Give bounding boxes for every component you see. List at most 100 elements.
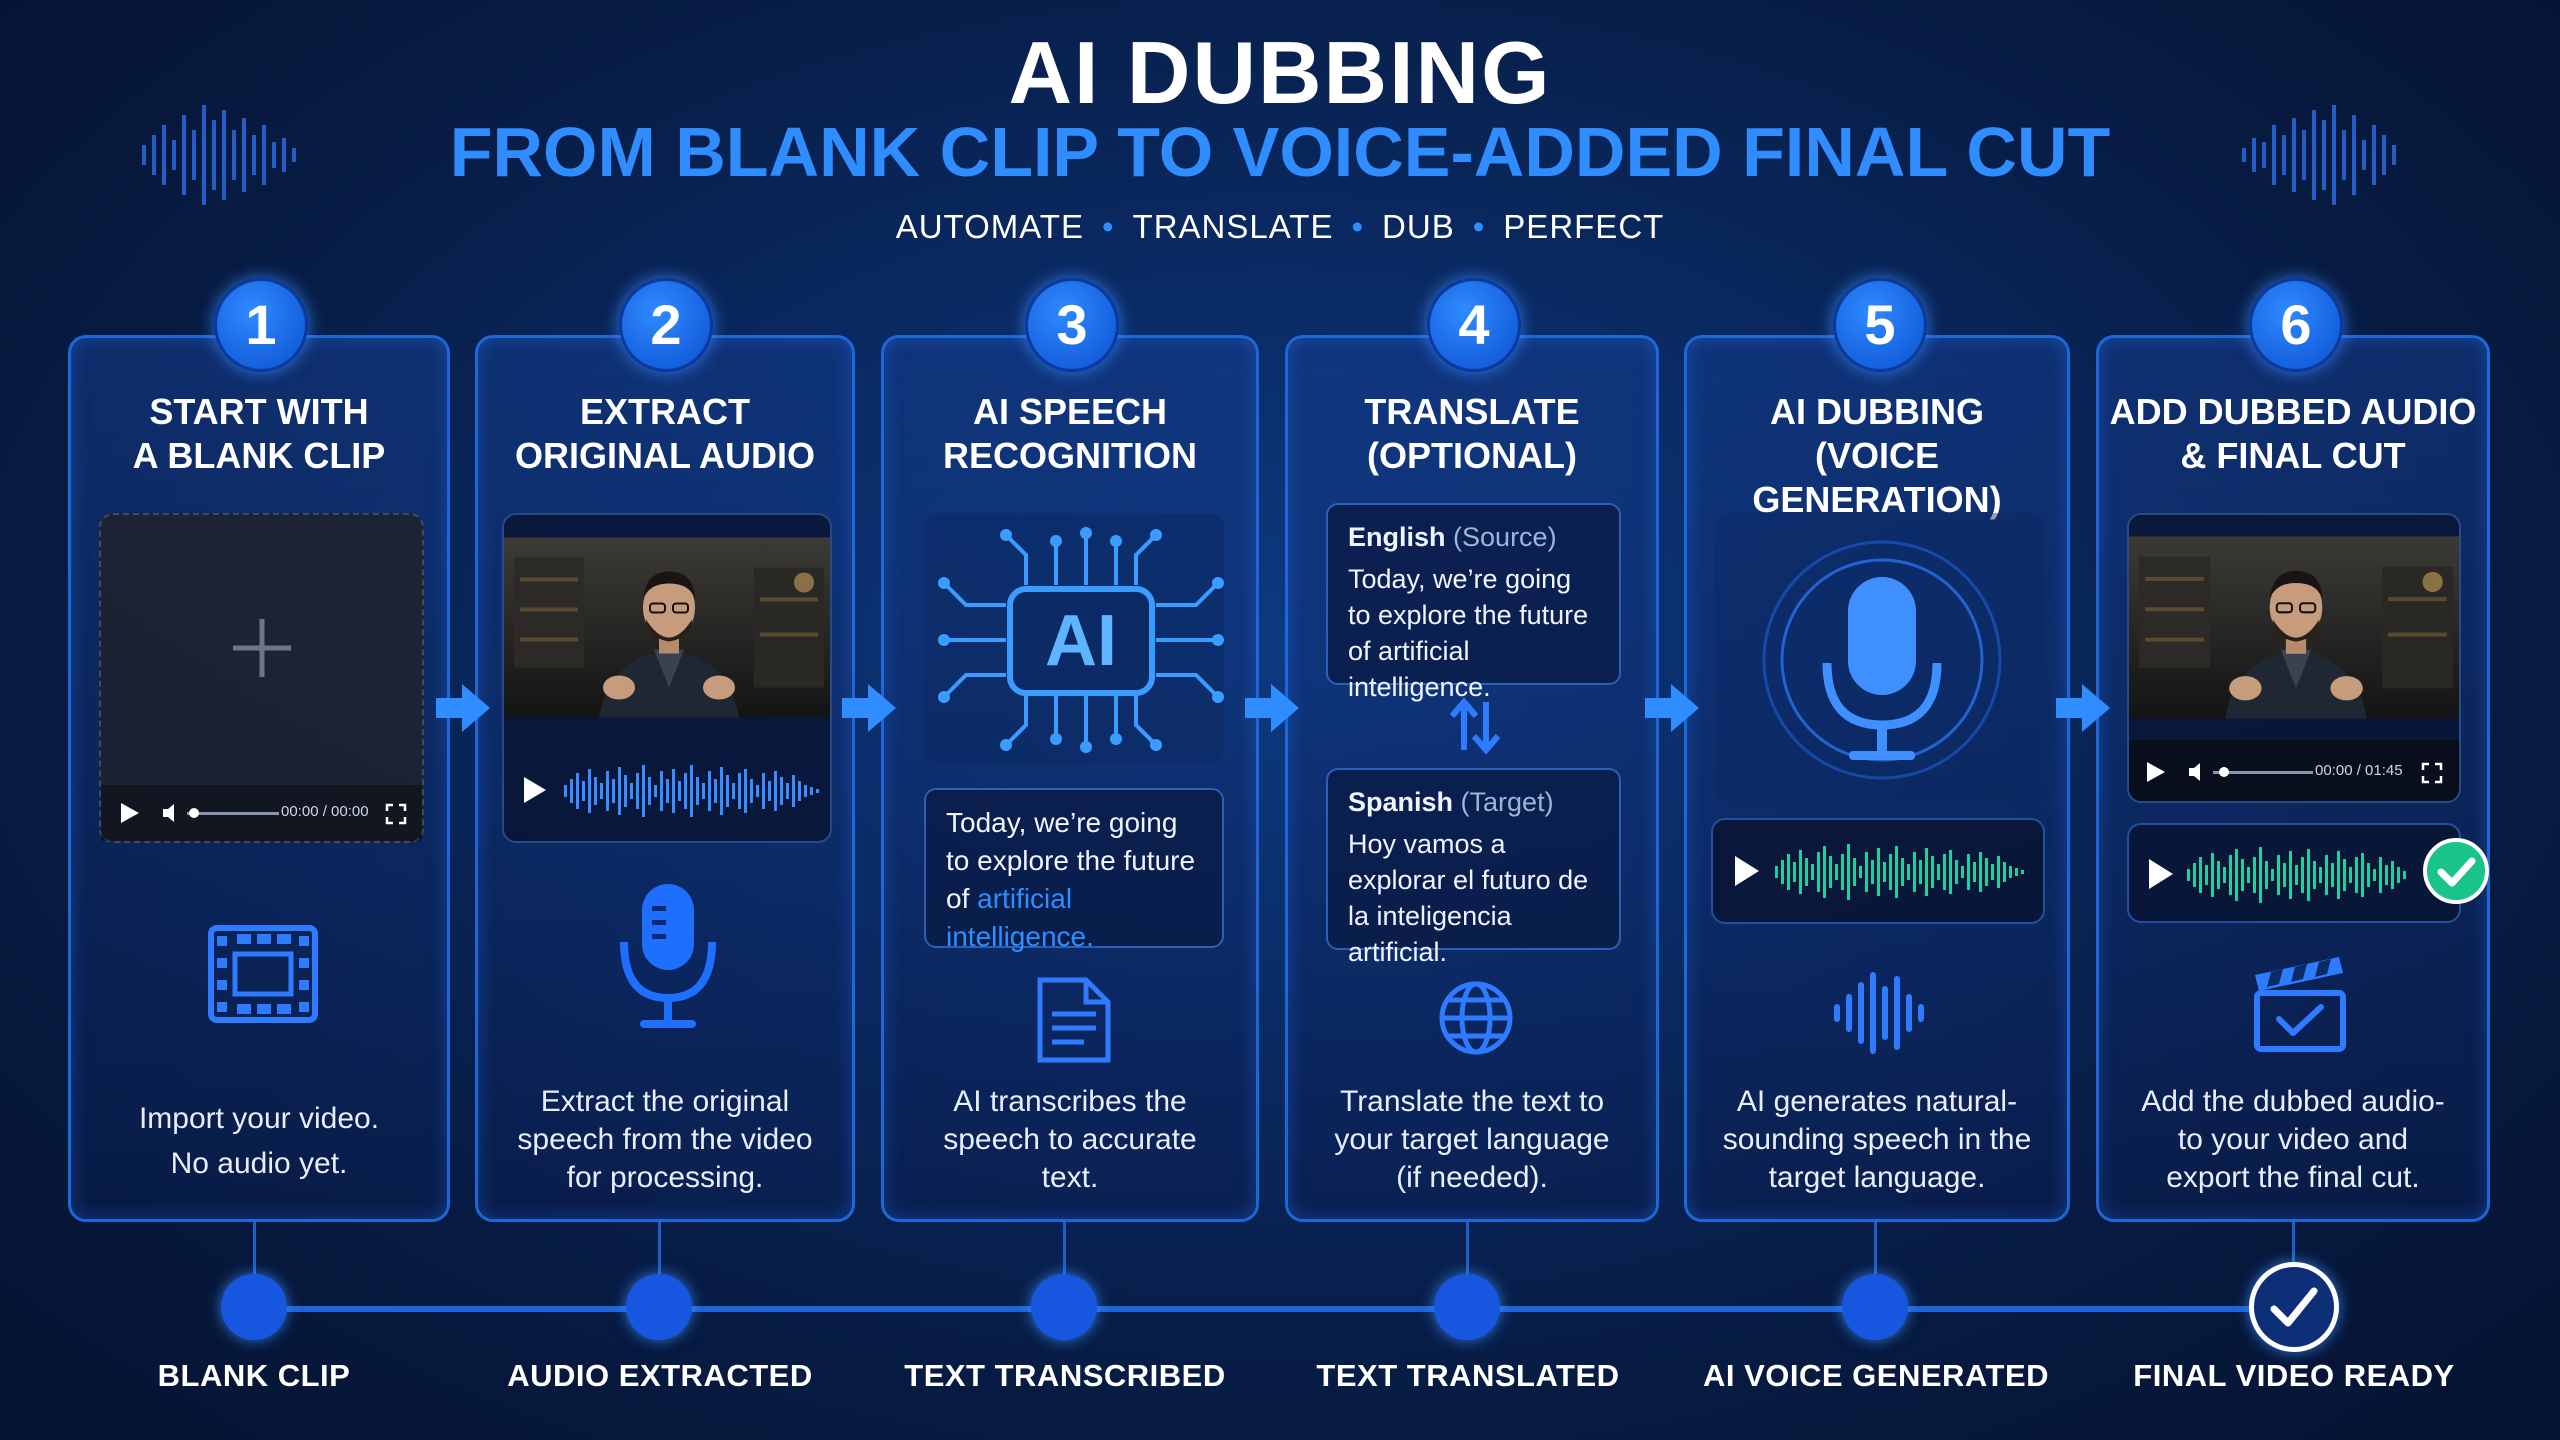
- step-title: ADD DUBBED AUDIO & FINAL CUT: [2109, 391, 2477, 476]
- bullet-dot: •: [1101, 208, 1115, 245]
- step-description: Import your video. No audio yet.: [138, 1102, 380, 1180]
- volume-icon[interactable]: [2187, 762, 2211, 782]
- generated-audio-player: [1711, 818, 2045, 924]
- checkmark-icon: [2270, 1287, 2318, 1327]
- play-icon[interactable]: [522, 775, 548, 805]
- step-title: AI SPEECH RECOGNITION: [942, 391, 1197, 476]
- player-controls: 00:00 / 01:45: [2129, 740, 2459, 801]
- page-title: AI DUBBING: [1008, 23, 1552, 122]
- progress-slider[interactable]: [2213, 767, 2313, 777]
- timeline-label: TEXT TRANSCRIBED: [904, 1358, 1226, 1393]
- video-player: [502, 513, 832, 843]
- step-card-blank-clip: START WITH A BLANK CLIP 00:00 / 00:00 Im…: [68, 335, 450, 1222]
- sound-wave-decoration-icon: [2242, 105, 2396, 205]
- timeline-label: FINAL VIDEO READY: [2133, 1358, 2455, 1393]
- step-title: TRANSLATE (OPTIONAL): [1364, 391, 1580, 476]
- swap-arrows-icon: [1449, 697, 1501, 755]
- timeline-connector: [253, 1222, 256, 1306]
- target-text: Hoy vamos a explorar el futuro de la int…: [1348, 829, 1589, 967]
- step-title: AI DUBBING (VOICE GENERATION): [1752, 391, 2002, 520]
- step-card-extract-audio: EXTRACT ORIGINAL AUDIO Extract the origi…: [475, 335, 855, 1222]
- fullscreen-icon[interactable]: [385, 803, 407, 825]
- clapperboard-icon: [2254, 957, 2346, 1052]
- target-tag: (Target): [1460, 787, 1554, 817]
- tagline-item: AUTOMATE: [895, 208, 1084, 245]
- check-circle-icon: [2423, 838, 2489, 904]
- step-number-badge: 1: [214, 278, 308, 372]
- timeline-node: [1434, 1274, 1500, 1340]
- step-number-badge: 4: [1427, 278, 1521, 372]
- step-description: AI transcribes the speech to accurate te…: [943, 1085, 1197, 1194]
- timeline-connector: [1063, 1222, 1066, 1306]
- step-card-ai-dubbing: AI DUBBING (VOICE GENERATION) AI generat…: [1684, 335, 2070, 1222]
- source-text-box: English (Source) Today, we’re going to e…: [1326, 503, 1621, 702]
- timeline-node: [1031, 1274, 1097, 1340]
- transcript-highlight: artificial intelligence.: [946, 883, 1094, 952]
- timeline-label: AI VOICE GENERATED: [1702, 1358, 2050, 1393]
- ai-chip-panel: AI: [924, 513, 1224, 763]
- time-readout: 00:00 / 01:45: [2315, 762, 2403, 779]
- step-number-badge: 2: [619, 278, 713, 372]
- transcript-box: Today, we’re going to explore the future…: [924, 788, 1224, 952]
- player-controls: 00:00 / 00:00: [101, 785, 422, 841]
- step-description: Add the dubbed audio- to your video and …: [2141, 1085, 2445, 1194]
- step-card-speech-recognition: AI SPEECH RECOGNITION AI Today, we’re go…: [881, 335, 1259, 1222]
- video-thumbnail-presenter: [2129, 535, 2459, 720]
- transcript-text: Today, we’re going to explore the future…: [946, 807, 1196, 914]
- timeline-node: [1842, 1274, 1908, 1340]
- timeline-label: TEXT TRANSLATED: [1316, 1358, 1620, 1393]
- arrow-right-icon: [1645, 684, 1699, 732]
- audio-waveform-icon: [1775, 844, 2024, 900]
- step-card-final-cut: ADD DUBBED AUDIO & FINAL CUT 00:00 / 01:…: [2096, 335, 2490, 1222]
- timeline-connector: [1466, 1222, 1469, 1306]
- film-strip-icon: [208, 925, 318, 1023]
- arrow-right-icon: [842, 684, 896, 732]
- target-language-label: Spanish: [1348, 787, 1454, 817]
- progress-timeline: [250, 1306, 2300, 1312]
- voice-generation-panel: [1715, 513, 2045, 803]
- timeline-connector: [1874, 1222, 1877, 1306]
- sound-wave-icon: [1834, 972, 1924, 1054]
- arrow-right-icon: [2056, 684, 2110, 732]
- sound-wave-decoration-icon: [142, 105, 296, 205]
- tagline-item: PERFECT: [1503, 208, 1665, 245]
- video-thumbnail-presenter: [504, 536, 830, 719]
- plus-icon: [233, 619, 291, 677]
- page-subtitle: FROM BLANK CLIP TO VOICE-ADDED FINAL CUT: [449, 113, 2111, 191]
- empty-video-player: 00:00 / 00:00: [99, 513, 424, 843]
- timeline-node: [626, 1274, 692, 1340]
- audio-waveform-icon: [2187, 847, 2406, 903]
- step-description: Translate the text to your target langua…: [1334, 1085, 1610, 1194]
- globe-icon: [1439, 981, 1513, 1055]
- play-icon[interactable]: [2145, 760, 2167, 784]
- step-description: AI generates natural- sounding speech in…: [1722, 1085, 2032, 1194]
- microphone-icon: [1762, 540, 2002, 780]
- step-number-badge: 3: [1025, 278, 1119, 372]
- final-video-player: 00:00 / 01:45: [2127, 513, 2461, 803]
- timeline-node-final: [2249, 1262, 2339, 1352]
- ai-chip-icon: [938, 527, 1224, 753]
- arrow-right-icon: [436, 684, 490, 732]
- step-title: EXTRACT ORIGINAL AUDIO: [514, 391, 815, 476]
- timeline-connector: [658, 1222, 661, 1306]
- bullet-dot: •: [1472, 208, 1486, 245]
- play-icon[interactable]: [2147, 857, 2175, 891]
- step-number-badge: 5: [1833, 278, 1927, 372]
- volume-icon[interactable]: [161, 803, 185, 823]
- ai-chip-label: AI: [1045, 601, 1117, 681]
- step-number-badge: 6: [2249, 278, 2343, 372]
- bullet-dot: •: [1351, 208, 1365, 245]
- play-icon[interactable]: [1733, 854, 1761, 888]
- step-title: START WITH A BLANK CLIP: [132, 391, 386, 476]
- source-language-label: English: [1348, 522, 1446, 552]
- timeline-node: [221, 1274, 287, 1340]
- step-card-translate: TRANSLATE (OPTIONAL) English (Source) To…: [1285, 335, 1659, 1222]
- fullscreen-icon[interactable]: [2421, 762, 2443, 784]
- source-text: Today, we’re going to explore the future…: [1348, 564, 1589, 702]
- source-tag: (Source): [1453, 522, 1557, 552]
- play-icon[interactable]: [119, 801, 141, 825]
- audio-waveform-icon: [564, 765, 819, 817]
- volume-slider[interactable]: [187, 808, 279, 818]
- tagline-item: TRANSLATE: [1132, 208, 1334, 245]
- dubbed-audio-track: [2127, 823, 2461, 923]
